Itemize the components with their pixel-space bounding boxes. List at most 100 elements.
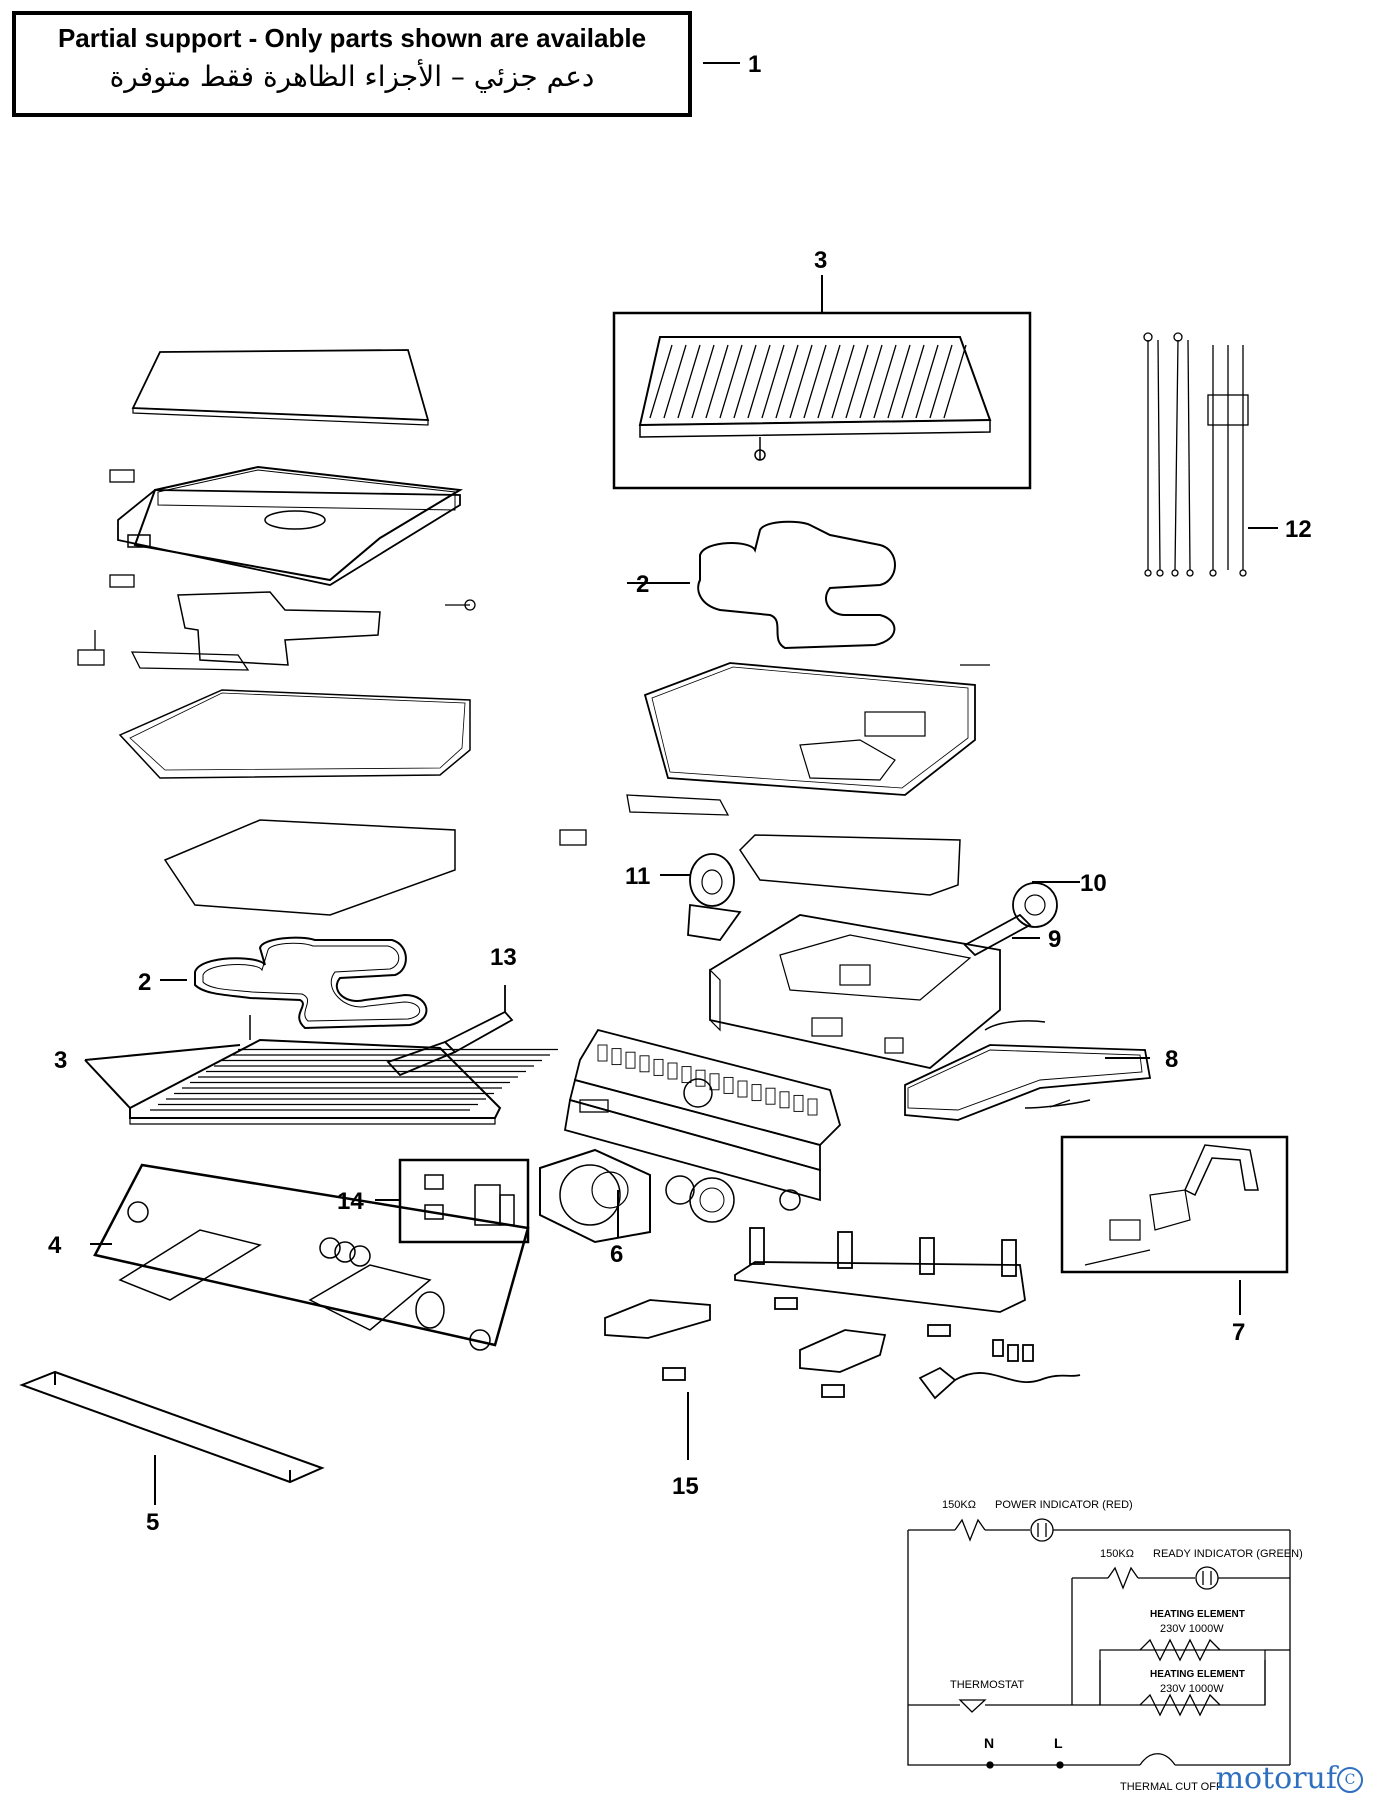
vent-slot (597, 1044, 608, 1062)
partial-support-notice: Partial support - Only parts shown are a… (12, 11, 692, 117)
grill-rib (705, 344, 729, 419)
r2-label: 150KΩ (1100, 1548, 1134, 1560)
brand-mark: C (1337, 1767, 1363, 1793)
drip-tray (904, 1020, 1152, 1121)
r1-label: 150KΩ (942, 1499, 976, 1511)
callout-10: 10 (1080, 870, 1107, 897)
grill-rib (915, 344, 939, 419)
grill-rib (775, 344, 799, 419)
grill-rib (943, 344, 967, 419)
grill-rib (887, 344, 911, 419)
vent-slot (779, 1091, 790, 1109)
wiring-schematic (907, 1518, 1291, 1769)
live-label: L (1054, 1735, 1063, 1751)
power-cord (918, 1339, 1081, 1400)
grill-plate-top (612, 275, 1032, 490)
right-hardware (559, 664, 1071, 1108)
heating2-rating: 230V 1000W (1160, 1683, 1224, 1695)
heating2-label: HEATING ELEMENT (1150, 1669, 1245, 1680)
callout-4: 4 (48, 1232, 62, 1259)
lower-gasket (739, 834, 961, 896)
upper-gasket (177, 591, 381, 666)
vent-slot (737, 1080, 748, 1098)
front-control-panel (563, 1028, 842, 1202)
vent-slot (751, 1084, 762, 1102)
upper-lid-cover (117, 349, 464, 586)
callout-14: 14 (337, 1188, 364, 1215)
grill-rib (747, 344, 771, 419)
vent-slot (639, 1055, 650, 1073)
upper-base-plate (118, 689, 471, 779)
callout-5: 5 (146, 1509, 159, 1536)
grill-rib (677, 344, 701, 419)
vent-slot (793, 1094, 804, 1112)
callout-8: 8 (1165, 1046, 1178, 1073)
callout-11: 11 (625, 863, 650, 890)
lower-base-plate (643, 662, 976, 796)
vent-slot (709, 1073, 720, 1091)
heating1-rating: 230V 1000W (1160, 1623, 1224, 1635)
grill-rib (929, 344, 953, 419)
vent-slot (695, 1069, 706, 1087)
callout-7: 7 (1232, 1319, 1245, 1346)
callout-9: 9 (1048, 926, 1061, 953)
spatula (386, 985, 514, 1077)
grill-rib (691, 344, 715, 419)
vent-slot (625, 1051, 636, 1069)
leader-lines (84, 582, 1241, 1505)
ready-indicator-label: READY INDICATOR (GREEN) (1153, 1548, 1303, 1560)
left-hinge-bracket (687, 853, 742, 941)
vent-slot (653, 1058, 664, 1076)
wiring-harness (1143, 332, 1278, 577)
grill-plate-bottom (129, 1015, 558, 1125)
callout-3-bottom: 3 (54, 1047, 67, 1074)
grill-rib (845, 344, 869, 419)
callout-13: 13 (490, 944, 517, 971)
grill-rib (761, 344, 785, 419)
notice-english: Partial support - Only parts shown are a… (57, 23, 647, 53)
grill-rib (663, 344, 687, 419)
callout-6: 6 (610, 1241, 623, 1268)
upper-heat-shield (163, 819, 456, 916)
grill-rib (901, 344, 925, 419)
grill-rib (873, 344, 897, 419)
neutral-label: N (984, 1735, 994, 1751)
callout-15: 15 (672, 1473, 699, 1500)
lower-housing (709, 914, 1001, 1069)
thermostat-label: THERMOSTAT (950, 1679, 1024, 1691)
left-hardware (77, 469, 476, 671)
vent-slot (807, 1098, 818, 1116)
base-frame (734, 1227, 1026, 1337)
heating-element-left (194, 936, 428, 1030)
vent-slot (611, 1048, 622, 1066)
vent-slot (765, 1087, 776, 1105)
power-indicator-label: POWER INDICATOR (RED) (995, 1499, 1133, 1511)
foot-brackets (604, 1299, 887, 1398)
grill-rib (803, 344, 827, 419)
thermal-cutoff-label: THERMAL CUT OFF (1120, 1781, 1223, 1793)
grill-rib (733, 344, 757, 419)
vent-slot (723, 1076, 734, 1094)
grill-rib (789, 344, 813, 419)
grill-rib (649, 344, 673, 419)
lever-assembly-box (1060, 1135, 1289, 1274)
grill-rib (859, 344, 883, 419)
heating1-label: HEATING ELEMENT (1150, 1609, 1245, 1620)
right-hinge-bracket (963, 882, 1058, 957)
brand-name: motoruf (1215, 1761, 1337, 1796)
grill-rib (831, 344, 855, 419)
switch-parts-box (398, 1158, 530, 1244)
callout-2-right: 2 (636, 571, 649, 598)
callout-3-top: 3 (814, 247, 827, 274)
heating-element-right (697, 520, 896, 650)
hinge-assembly-box (93, 1163, 530, 1351)
grill-rib (719, 344, 743, 419)
callout-1: 1 (748, 51, 761, 78)
vent-slot (681, 1066, 692, 1084)
callout-2-left: 2 (138, 969, 151, 996)
handle-bar (19, 1370, 325, 1484)
vent-slot (667, 1062, 678, 1080)
notice-arabic: دعم جزئي – الأجزاء الظاهرة فقط متوفرة (109, 60, 595, 93)
